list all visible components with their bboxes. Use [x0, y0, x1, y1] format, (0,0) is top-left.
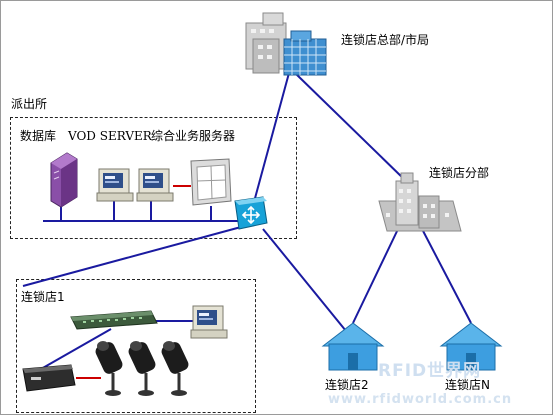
- database-label: 数据库: [20, 129, 57, 143]
- database-server-icon: [50, 152, 78, 208]
- store2-house-icon: [321, 322, 385, 371]
- store1-pc-icon: [190, 305, 228, 339]
- store1-label: 连锁店1: [21, 290, 65, 304]
- watermark-url: www.rfidworld.com.cn: [328, 392, 513, 407]
- link-hq-switch: [250, 72, 290, 214]
- watermark-logo: RFID世界网: [378, 361, 482, 381]
- business-server-label: 综合业务服务器: [151, 129, 236, 143]
- link-switch-store1: [22, 226, 242, 287]
- vod-server-pc-icon: [96, 168, 134, 202]
- hq-label: 连锁店总部/市局: [341, 33, 430, 47]
- storeN-label: 连锁店N: [445, 378, 490, 392]
- link-hq-branch: [294, 72, 407, 182]
- link-switch-store2: [262, 228, 347, 332]
- store1-group: [16, 279, 256, 413]
- camera-icon-3: [161, 341, 189, 396]
- camera-icon-1: [95, 341, 123, 396]
- storeN-house-icon: [439, 322, 503, 371]
- branch-building-icon: [378, 172, 462, 232]
- business-server-pc-icon: [136, 168, 174, 202]
- link-branch-store2: [352, 226, 400, 324]
- display-panel-icon: [190, 158, 232, 206]
- store1-lan-hub-dvr: [40, 328, 112, 370]
- store1-dvr-icon: [22, 364, 76, 392]
- router-switch-icon: [234, 196, 268, 230]
- police-station-group: [10, 117, 297, 239]
- link-branch-storeN: [420, 226, 472, 324]
- branch-label: 连锁店分部: [429, 166, 490, 180]
- vod-server-label: VOD SERVER: [68, 129, 152, 143]
- camera-icon-2: [128, 341, 156, 396]
- store1-hub-icon: [70, 310, 158, 330]
- hq-building-icon: [245, 12, 327, 76]
- store2-label: 连锁店2: [325, 378, 369, 392]
- police-station-label: 派出所: [11, 97, 48, 111]
